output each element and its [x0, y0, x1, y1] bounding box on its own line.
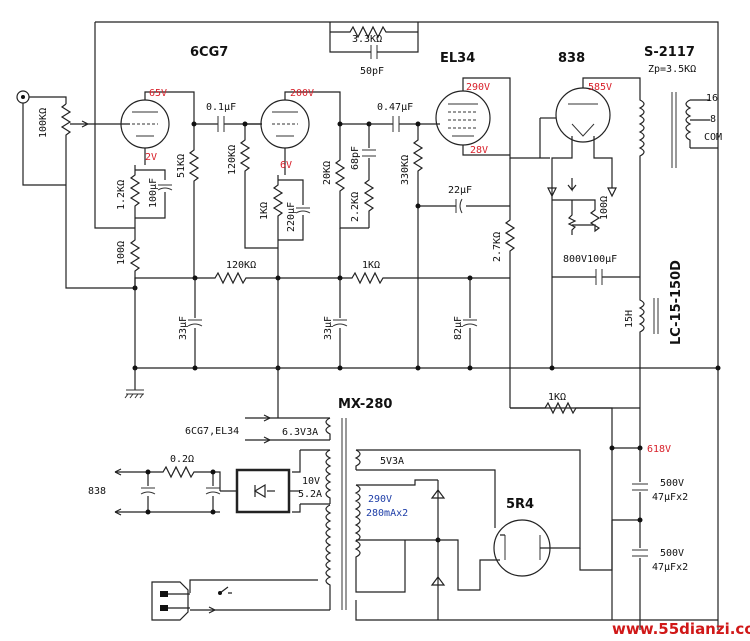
coupling-cap-1: 0.1μF: [191, 102, 262, 132]
decoupling-resistor-2-label: 1KΩ: [362, 260, 380, 271]
triode-838-icon: [555, 87, 611, 143]
voltage-6v: 6V: [280, 160, 292, 171]
reservoir-cap-voltage-label: 500V: [660, 478, 684, 489]
watermark-text: www.55dianzi.com: [612, 620, 750, 638]
plate-resistor-2-label: 20KΩ: [322, 161, 333, 185]
smoothing-cap-voltage-label: 500V: [660, 548, 684, 559]
power-supply: MX-280 6CG7,EL34 6.3V3A 10V 5.2A 0.2Ω 83…: [88, 392, 718, 630]
el34-cathode-cap-label: 22μF: [448, 185, 472, 196]
hv-current-label: 280mAx2: [366, 508, 408, 519]
pentode-icon: [435, 90, 491, 146]
cathode-cap-2-label: 220μF: [286, 202, 297, 232]
resistor-100-a-label: 100Ω: [116, 241, 127, 265]
voltage-2v: 2V: [145, 152, 157, 163]
smoothing-cap-value-label: 47μFx2: [652, 562, 688, 573]
el34-cathode-resistor-label: 2.7KΩ: [492, 232, 503, 262]
grid-resistor-label: 120KΩ: [227, 145, 238, 175]
tap-16-label: 16: [706, 93, 718, 104]
choke-inductance-label: 15H: [624, 310, 635, 328]
tube-6cg7-second-half: 6CG7 200V 6V 120KΩ 1KΩ 220μF 20KΩ 68pF 2…: [190, 45, 376, 288]
tube-el34-label: EL34: [440, 51, 475, 66]
hv-winding-label: 290V: [368, 494, 392, 505]
volume-pot-label: 100KΩ: [38, 108, 49, 138]
838-filament-resistor-label: 100Ω: [599, 196, 610, 220]
output-impedance-label: Zp=3.5KΩ: [648, 64, 696, 75]
output-transformer-label: S-2117: [644, 45, 695, 60]
filter-cap-82-label: 82μF: [453, 316, 464, 340]
voltage-290v: 290V: [466, 82, 490, 93]
coupling-cap-1-label: 0.1μF: [206, 102, 236, 113]
cathode-cap-1-label: 100μF: [148, 178, 159, 208]
feedback-resistor-label: 3.3KΩ: [352, 34, 382, 45]
supply-resistor-label: 1KΩ: [548, 392, 566, 403]
choke-model-label: LC-15-150D: [669, 260, 684, 345]
feedback-capacitor-label: 50pF: [360, 66, 384, 77]
compensation-resistor-label: 2.2KΩ: [350, 192, 361, 222]
feedback-network: 3.3KΩ 50pF: [94, 21, 719, 630]
heater-destination-label: 6CG7,EL34: [185, 426, 239, 437]
output-transformer: S-2117 Zp=3.5KΩ 16 8 COM: [638, 45, 722, 295]
rectifier-tube-label: 5R4: [506, 497, 534, 512]
voltage-28v: 28V: [470, 145, 488, 156]
filament-resistor-label: 0.2Ω: [170, 454, 194, 465]
tube-el34: EL34 290V 28V 22μF 2.7KΩ: [415, 51, 550, 408]
coupling-cap-2-label: 0.47μF: [377, 102, 413, 113]
838-bypass-cap-label: 800V100μF: [563, 254, 617, 265]
coupling-cap-2: 0.47μF 330KΩ: [369, 102, 440, 368]
b-plus-rail: 120KΩ 1KΩ 33μF 33μF 82μF: [134, 260, 510, 418]
filter-cap-33a-label: 33μF: [178, 316, 189, 340]
cathode-resistor-1-label: 1.2KΩ: [116, 180, 127, 210]
mains-inlet-icon: [151, 581, 189, 621]
decoupling-resistor-1-label: 120KΩ: [226, 260, 256, 271]
winding-5-2a-label: 5.2A: [298, 489, 322, 500]
tube-838: 838 585V 100Ω 800V100μF: [539, 51, 641, 368]
rectifier-heater-label: 5V3A: [380, 456, 404, 467]
tube-6cg7-label: 6CG7: [190, 45, 228, 60]
voltage-65v: 65V: [149, 88, 167, 99]
tap-8-label: 8: [710, 114, 716, 125]
power-transformer-label: MX-280: [338, 397, 392, 412]
filter-cap-33b-label: 33μF: [323, 316, 334, 340]
tube-838-label: 838: [558, 51, 585, 66]
compensation-cap-label: 68pF: [350, 146, 361, 170]
filament-destination-label: 838: [88, 486, 106, 497]
ground-icon: [124, 389, 144, 399]
tap-com-label: COM: [704, 132, 722, 143]
winding-10v-label: 10V: [302, 476, 320, 487]
input-section: 100KΩ: [16, 90, 130, 186]
ground-bus: [124, 365, 721, 399]
voltage-618v: 618V: [647, 444, 671, 455]
bridge-rectifier-icon: [235, 468, 291, 514]
tube-6cg7-first-half: 65V 2V 1.2KΩ 100μF 100Ω 51KΩ: [65, 88, 200, 291]
choke: 15H LC-15-150D: [624, 260, 684, 448]
reservoir-cap-value-label: 47μFx2: [652, 492, 688, 503]
el34-grid-resistor-label: 330KΩ: [400, 155, 411, 185]
heater-winding-label: 6.3V3A: [282, 427, 318, 438]
cathode-resistor-2-label: 1KΩ: [259, 202, 270, 220]
rectifier-tube-icon: [493, 519, 551, 577]
plate-resistor-1-label: 51KΩ: [176, 154, 187, 178]
voltage-585v: 585V: [588, 82, 612, 93]
voltage-200v: 200V: [290, 88, 314, 99]
